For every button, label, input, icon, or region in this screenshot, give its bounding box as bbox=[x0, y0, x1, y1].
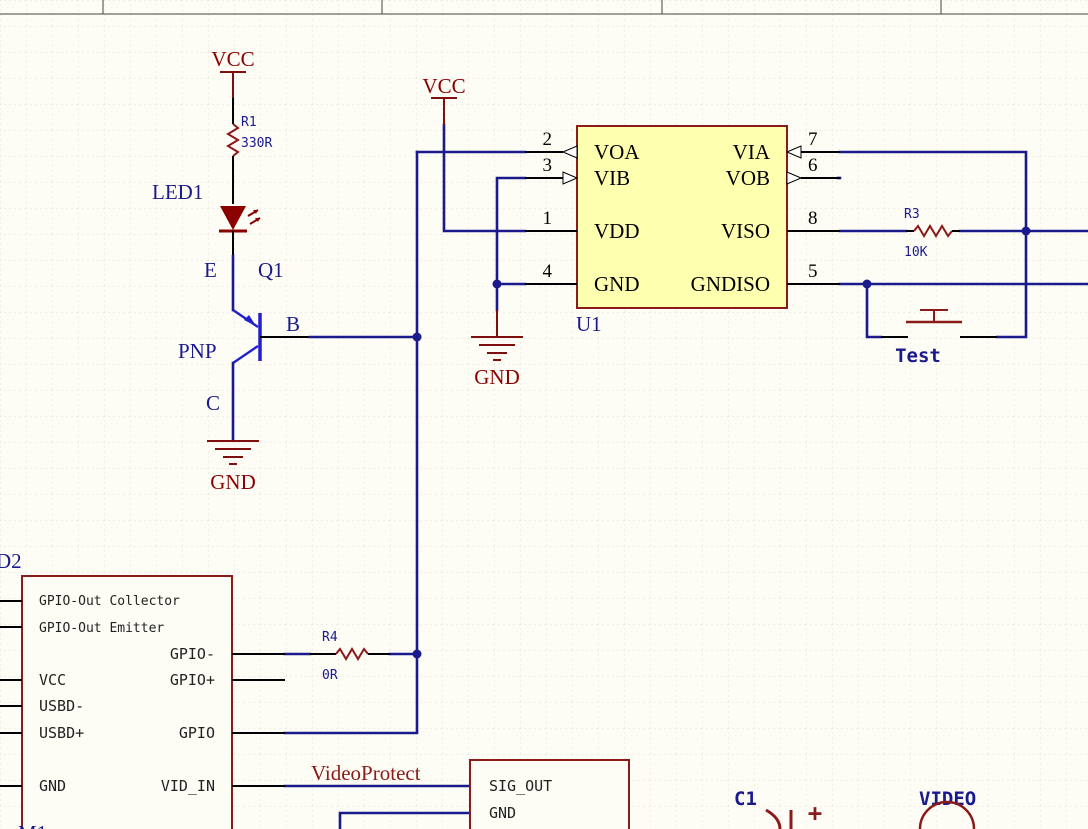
c1-polarity: + bbox=[808, 799, 822, 827]
switch-label: Test bbox=[895, 345, 941, 367]
q1-pin-c: C bbox=[206, 391, 220, 415]
transistor-q1[interactable]: Q1 PNP E B C bbox=[178, 254, 310, 442]
u1-pin-num: 6 bbox=[808, 155, 818, 176]
q1-type: PNP bbox=[178, 339, 217, 363]
u1-pin-num: 7 bbox=[808, 129, 818, 150]
led-emission-icon bbox=[247, 209, 261, 225]
r4-designator: R4 bbox=[322, 630, 338, 645]
protect-block[interactable]: SIG_OUT GND bbox=[469, 759, 630, 829]
u1-pin-num: 4 bbox=[543, 261, 553, 282]
u1-pin-vdd[interactable]: 1 VDD bbox=[525, 208, 640, 243]
module-designator-bottom: M1 bbox=[18, 821, 47, 829]
protect-pin-sig-out: SIG_OUT bbox=[489, 777, 552, 795]
u1-pin-num: 5 bbox=[808, 261, 818, 282]
sheet-border bbox=[0, 0, 1088, 15]
module-pin-gpio-plus: GPIO+ bbox=[170, 671, 215, 689]
switch-test[interactable]: Test bbox=[881, 309, 997, 367]
c1-designator: C1 bbox=[734, 788, 757, 810]
u1-pin-name: VISO bbox=[721, 219, 770, 243]
u1-pin-vob[interactable]: 6 VOB bbox=[726, 155, 840, 190]
vcc-label-2: VCC bbox=[422, 74, 465, 98]
module-block[interactable]: D2 M1 GPIO-Out Collector GPIO-Out Emitte… bbox=[0, 549, 285, 829]
module-pin-gnd: GND bbox=[39, 777, 66, 795]
gnd-label-2: GND bbox=[474, 365, 520, 389]
led1-designator: LED1 bbox=[152, 180, 203, 204]
resistor-r1[interactable]: R1 330R bbox=[226, 98, 272, 172]
u1-pin-gndiso[interactable]: 5 GNDISO bbox=[691, 261, 840, 296]
u1-pin-name: GNDISO bbox=[691, 272, 770, 296]
u1-pin-via[interactable]: 7 VIA bbox=[733, 129, 840, 164]
u1-pin-name: GND bbox=[594, 272, 640, 296]
u1-pin-name: VOB bbox=[726, 166, 770, 190]
video-label: VIDEO bbox=[919, 788, 976, 810]
module-pin-gpio: GPIO bbox=[179, 724, 215, 742]
net-label-videoprotect[interactable]: VideoProtect bbox=[311, 761, 421, 785]
u1-pin-name: VIB bbox=[594, 166, 630, 190]
u1-pin-name: VDD bbox=[594, 219, 640, 243]
r3-designator: R3 bbox=[904, 207, 920, 222]
u1-pin-viso[interactable]: 8 VISO bbox=[721, 208, 840, 243]
resistor-r4[interactable]: R4 0R bbox=[310, 630, 390, 683]
vcc-port-2[interactable]: VCC bbox=[422, 74, 466, 125]
u1-pin-name: VOA bbox=[594, 140, 640, 164]
junction-dots bbox=[412, 226, 1031, 659]
gnd-port-2[interactable]: GND bbox=[471, 310, 523, 389]
u1-pin-num: 3 bbox=[543, 155, 553, 176]
u1-pin-voa[interactable]: 2 VOA bbox=[525, 129, 640, 164]
u1-pin-vib[interactable]: 3 VIB bbox=[525, 155, 630, 190]
module-pin-vcc: VCC bbox=[39, 671, 66, 689]
q1-designator: Q1 bbox=[258, 258, 284, 282]
vcc-port-1[interactable]: VCC bbox=[211, 47, 255, 98]
module-pin-usbd-plus: USBD+ bbox=[39, 724, 84, 742]
module-pin-gpio-out-emitter: GPIO-Out Emitter bbox=[39, 621, 164, 636]
net-wires bbox=[283, 123, 1088, 829]
u1-pin-name: VIA bbox=[733, 140, 771, 164]
u1-pin-num: 1 bbox=[543, 208, 553, 229]
module-pin-gpio-out-collector: GPIO-Out Collector bbox=[39, 594, 180, 609]
q1-pin-e: E bbox=[204, 258, 217, 282]
protect-pin-gnd: GND bbox=[489, 804, 516, 822]
ic-u1[interactable]: 2 VOA 3 VIB 1 VDD 4 GND 7 VIA bbox=[525, 125, 840, 336]
resistor-r3[interactable]: R3 10K bbox=[904, 207, 960, 260]
module-pin-usbd-minus: USBD- bbox=[39, 697, 84, 715]
u1-designator: U1 bbox=[576, 312, 602, 336]
u1-pin-num: 2 bbox=[543, 129, 553, 150]
u1-pin-gnd[interactable]: 4 GND bbox=[525, 261, 640, 296]
gnd-port-1[interactable]: GND bbox=[207, 440, 259, 494]
r4-value: 0R bbox=[322, 668, 338, 683]
gnd-label-1: GND bbox=[210, 470, 256, 494]
r3-value: 10K bbox=[904, 245, 928, 260]
r1-designator: R1 bbox=[241, 115, 257, 130]
vcc-label-1: VCC bbox=[211, 47, 254, 71]
r1-value: 330R bbox=[241, 136, 272, 151]
led-led1[interactable]: LED1 bbox=[152, 172, 261, 256]
connector-video[interactable]: VIDEO bbox=[918, 788, 976, 829]
module-pin-gpio-minus: GPIO- bbox=[170, 645, 215, 663]
capacitor-c1[interactable]: C1 + bbox=[734, 788, 822, 829]
module-pin-vid-in: VID_IN bbox=[161, 777, 215, 795]
q1-pin-b: B bbox=[286, 312, 300, 336]
module-designator: D2 bbox=[0, 549, 22, 573]
u1-pin-num: 8 bbox=[808, 208, 818, 229]
